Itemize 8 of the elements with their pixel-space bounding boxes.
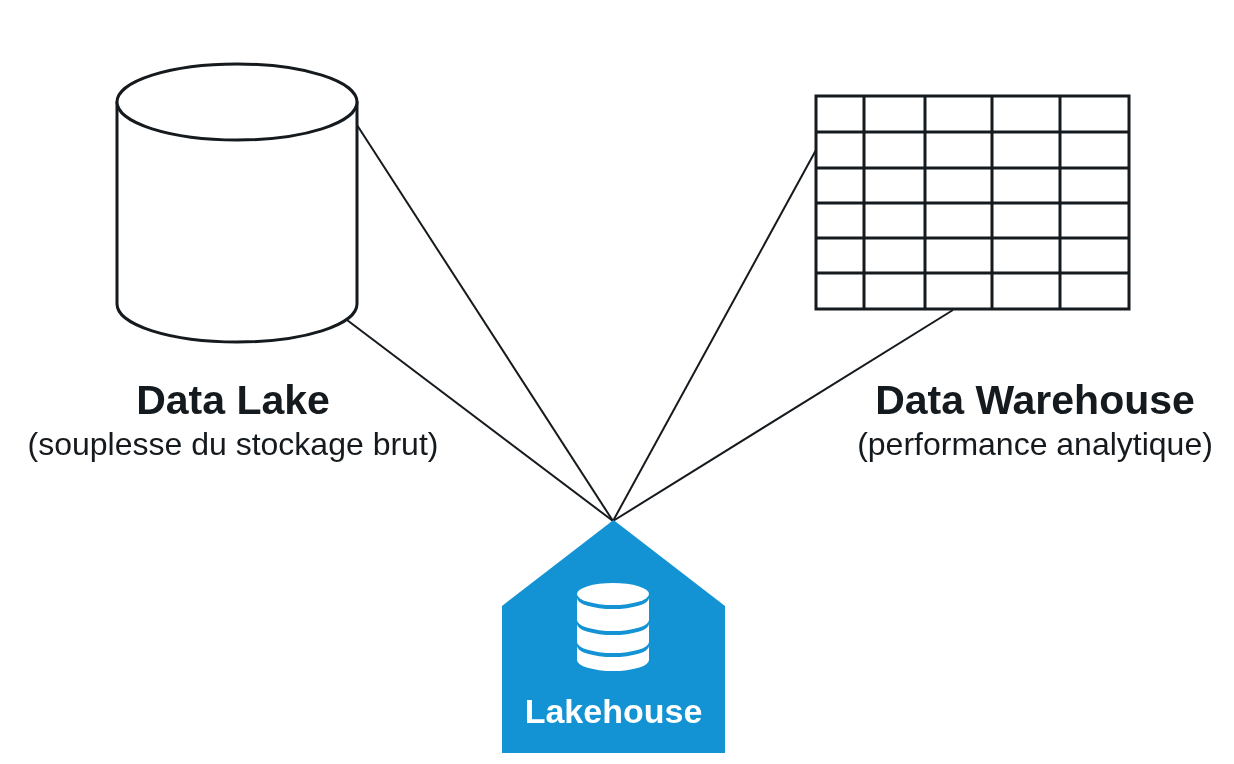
node-title: Data Warehouse xyxy=(875,376,1195,425)
node-subtitle: (souplesse du stockage brut) xyxy=(27,425,439,464)
node-subtitle: (performance analytique) xyxy=(857,425,1213,464)
node-label: Lakehouse xyxy=(524,691,703,732)
connector-line xyxy=(612,309,954,522)
connector-line xyxy=(612,149,817,522)
connector-line xyxy=(346,319,614,522)
node-title: Data Lake xyxy=(136,376,330,425)
